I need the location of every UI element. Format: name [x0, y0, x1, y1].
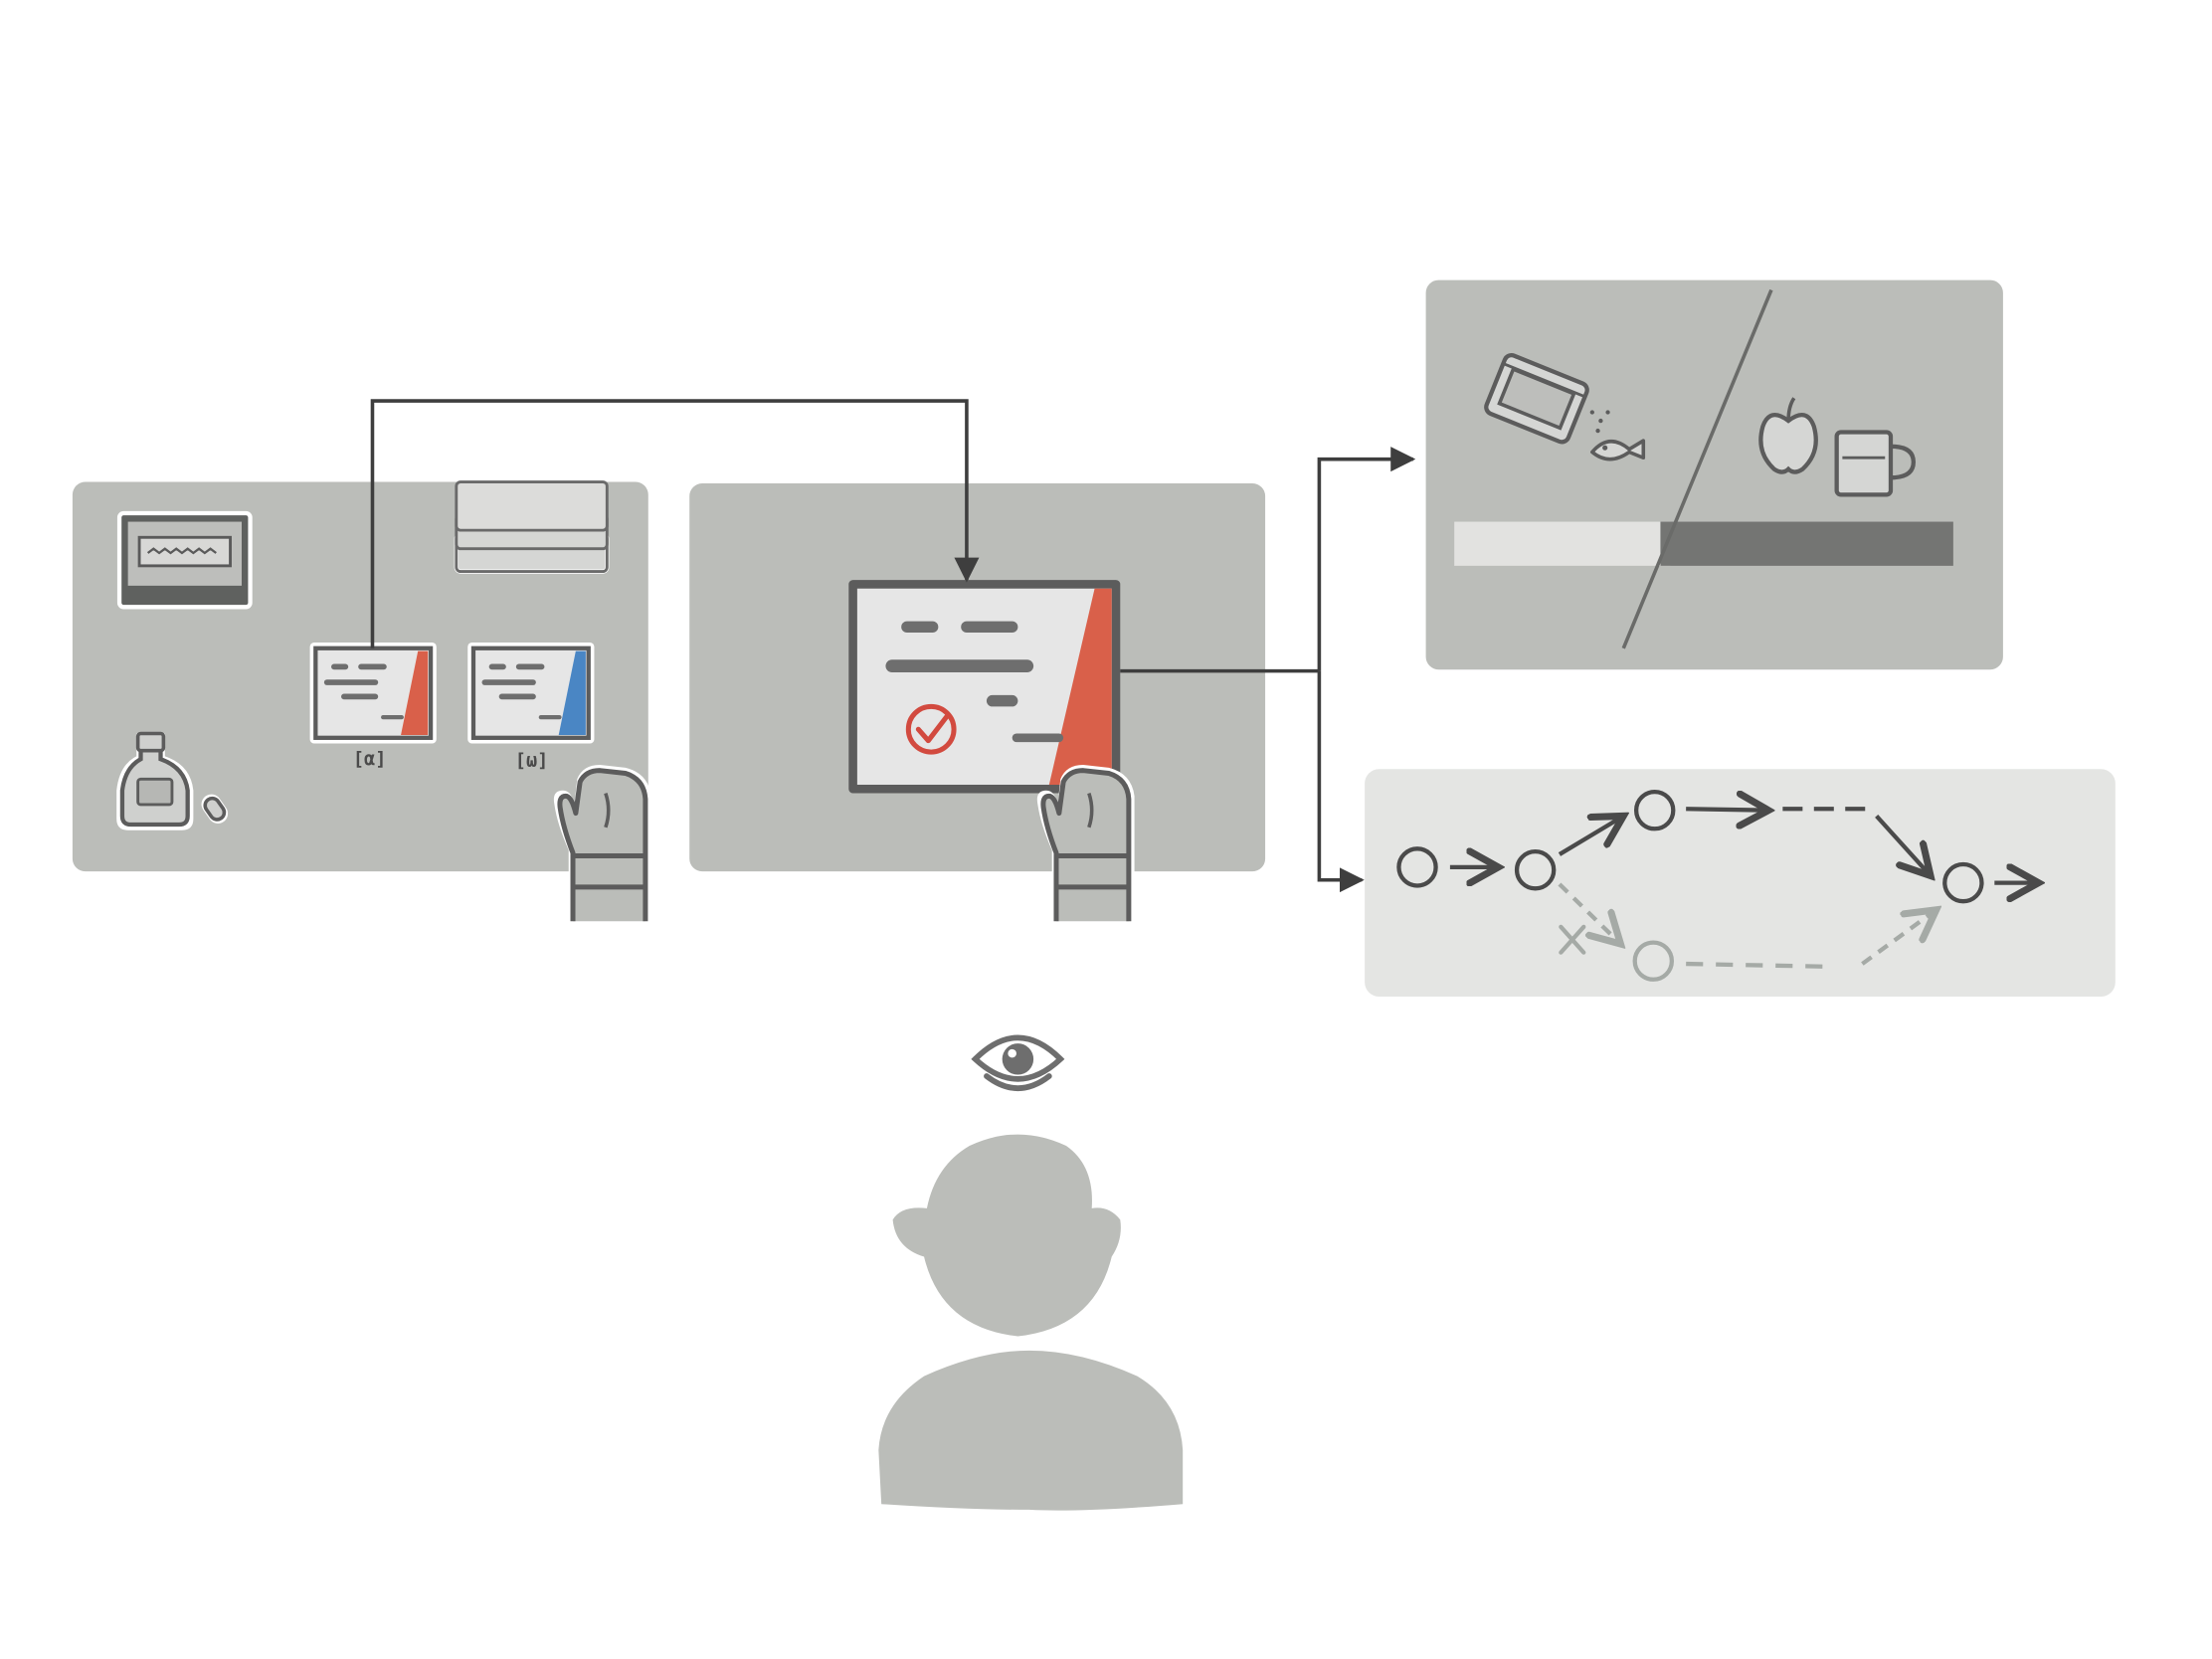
card-alpha-icon	[309, 643, 437, 744]
divider-slash	[1621, 288, 1773, 649]
mug-icon	[1834, 430, 1916, 497]
bar-light	[1454, 521, 1671, 566]
fish-icon	[1589, 410, 1646, 461]
cross-icon	[1559, 924, 1586, 955]
tray-icon	[116, 510, 253, 610]
hand-icon	[1036, 764, 1135, 925]
node-1	[1396, 846, 1438, 888]
path-arrows	[1449, 809, 2039, 970]
path-nodes	[1396, 789, 1984, 982]
node-faded	[1632, 940, 1675, 982]
node-4	[1942, 861, 1984, 904]
document-with-check-icon	[848, 580, 1121, 794]
middle-panel	[689, 482, 1266, 925]
document-stack-icon	[454, 480, 610, 574]
check-stamp-icon	[905, 703, 957, 755]
node-3	[1633, 789, 1676, 831]
card-alpha-label: [α]	[353, 749, 387, 770]
connector-lines	[370, 399, 1416, 893]
card-omega-label: [ω]	[515, 750, 549, 771]
person-icon	[878, 1134, 1184, 1511]
hand-icon	[553, 764, 651, 925]
bar-dark	[1660, 521, 1953, 566]
top-right-panel	[1425, 279, 2003, 670]
node-2	[1514, 849, 1557, 891]
left-panel: [α] [ω]	[72, 480, 651, 925]
bottom-right-panel	[1365, 769, 2116, 997]
card-omega-icon	[467, 643, 595, 744]
eye-icon	[971, 1034, 1065, 1091]
tin-can-icon	[1484, 353, 1589, 445]
medicine-bottle-icon	[116, 731, 194, 830]
apple-icon	[1758, 397, 1818, 474]
pill-icon	[201, 794, 229, 824]
